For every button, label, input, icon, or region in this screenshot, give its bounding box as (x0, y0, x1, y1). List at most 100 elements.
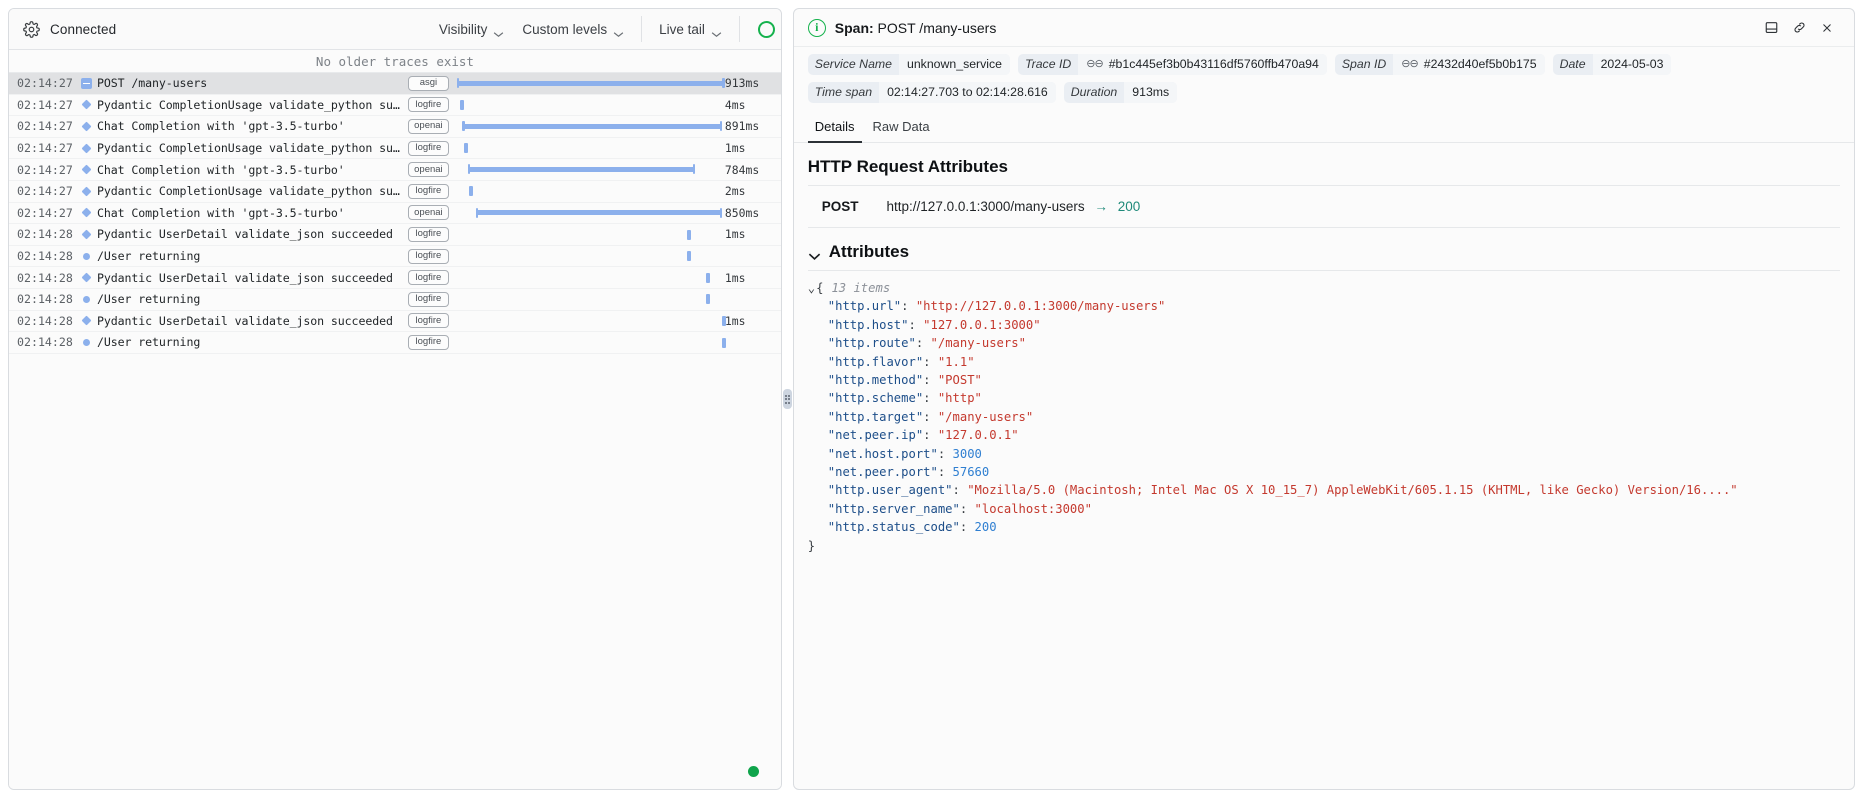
row-duration: 1ms (724, 313, 746, 328)
row-source-tag[interactable]: logfire (407, 291, 449, 307)
timeline-bar (706, 294, 711, 305)
json-value: "http" (937, 391, 982, 406)
diamond-icon (81, 99, 91, 110)
span-title-value: POST /many-users (877, 19, 997, 36)
panel-splitter[interactable] (782, 8, 793, 790)
timeline-bar-start-cap (467, 164, 471, 175)
row-timestamp: 02:14:28 (17, 313, 73, 328)
span-detail-body: HTTP Request Attributes POST http://127.… (794, 143, 1854, 789)
json-value: "Mozilla/5.0 (Macintosh; Intel Mac OS X … (967, 483, 1738, 498)
json-value: "localhost:3000" (974, 501, 1092, 516)
json-collapse-caret-icon[interactable]: ⌄ (807, 281, 816, 295)
metadata-chip-value: unknown_service (907, 57, 1003, 71)
row-timeline (457, 159, 725, 181)
metadata-chip-value: 913ms (1132, 85, 1170, 99)
json-entry: "http.status_code": 200 (808, 518, 1840, 536)
row-icon-slot (75, 252, 97, 260)
row-source-tag[interactable]: asgi (407, 75, 449, 91)
row-duration: 1ms (724, 141, 746, 156)
row-source-tag[interactable]: openai (407, 118, 449, 134)
link-icon[interactable]: ⊖⊖ (1086, 58, 1103, 70)
timeline-bar-end-cap (719, 121, 723, 132)
row-source-tag[interactable]: logfire (407, 183, 449, 199)
json-colon: : (923, 409, 938, 424)
row-source-tag[interactable]: openai (407, 162, 449, 178)
http-request-line: POST http://127.0.0.1:3000/many-users → … (808, 186, 1840, 227)
tab-raw-data[interactable]: Raw Data (872, 119, 930, 134)
dot-icon (82, 252, 90, 260)
gear-icon[interactable] (23, 20, 40, 38)
link-icon[interactable]: ⊖⊖ (1401, 58, 1418, 70)
custom-levels-dropdown[interactable]: Custom levels (513, 17, 633, 42)
row-label: POST /many-users (97, 76, 208, 91)
row-source-tag[interactable]: logfire (407, 313, 449, 329)
tab-details[interactable]: Details (807, 115, 862, 143)
json-entry: "http.scheme": "http" (808, 389, 1840, 407)
row-label: Pydantic UserDetail validate_json succee… (97, 227, 393, 242)
row-timeline (457, 180, 725, 202)
json-value: "1.1" (937, 354, 975, 369)
visibility-dropdown[interactable]: Visibility (430, 17, 514, 42)
metadata-chip-key: Duration (1070, 85, 1118, 99)
span-detail-title: Span: POST /many-users (835, 20, 997, 36)
row-source-tag[interactable]: logfire (407, 97, 449, 113)
row-source-tag[interactable]: openai (407, 205, 449, 221)
row-icon-slot (75, 295, 97, 303)
timeline-bar-end-cap (719, 207, 723, 218)
divider (807, 185, 1840, 186)
live-tail-indicator-icon[interactable] (757, 20, 775, 38)
metadata-chip-value: 02:14:27.703 to 02:14:28.616 (887, 85, 1048, 99)
row-source-tag[interactable]: logfire (407, 270, 449, 286)
close-icon[interactable] (1814, 15, 1840, 41)
dot-icon (82, 338, 90, 346)
json-close-brace: } (807, 538, 816, 553)
row-label: /User returning (97, 292, 201, 307)
row-source-tag[interactable]: logfire (407, 334, 449, 350)
diamond-icon (81, 186, 91, 197)
metadata-chip-key: Trace ID (1025, 57, 1072, 71)
live-tail-dropdown[interactable]: Live tail (650, 17, 731, 42)
metadata-chip[interactable]: Span ID⊖⊖#2432d40ef5b0b175 (1334, 54, 1545, 75)
table-row[interactable]: 02:14:28/User returning logfire (9, 289, 781, 311)
json-open-line[interactable]: ⌄{13 items (808, 279, 1840, 297)
link-icon[interactable] (1786, 15, 1812, 41)
panel-layout-icon[interactable] (1758, 15, 1784, 41)
attributes-toggle[interactable]: Attributes (808, 242, 1840, 262)
row-timestamp: 02:14:27 (17, 119, 73, 134)
http-method: POST (821, 199, 859, 214)
timeline-bar (468, 186, 473, 197)
row-duration: 4ms (724, 97, 746, 112)
splitter-grip-icon[interactable] (782, 389, 792, 409)
timeline-bar (456, 80, 725, 86)
json-colon: : (901, 299, 916, 314)
http-url[interactable]: http://127.0.0.1:3000/many-users (886, 199, 1085, 214)
json-key: "net.host.port" (827, 446, 938, 461)
span-detail-tabs[interactable]: Details Raw Data (793, 109, 1854, 143)
row-duration: 2ms (724, 184, 746, 199)
metadata-chip-value: 2024-05-03 (1600, 57, 1664, 71)
row-source-tag[interactable]: logfire (407, 248, 449, 264)
metadata-chip[interactable]: Trace ID ⊖⊖ #b1c445ef3b0b43116df5760ffb470… (1018, 54, 1327, 75)
minus-square-icon[interactable] (80, 77, 92, 89)
metadata-chip[interactable]: Duration 913ms (1063, 82, 1178, 103)
row-timestamp: 02:14:28 (17, 292, 73, 307)
row-source-tag[interactable]: logfire (407, 140, 449, 156)
row-source-tag[interactable]: logfire (407, 226, 449, 242)
metadata-chip-value: #b1c445ef3b0b43116df5760ffb470a94 (1108, 57, 1319, 71)
